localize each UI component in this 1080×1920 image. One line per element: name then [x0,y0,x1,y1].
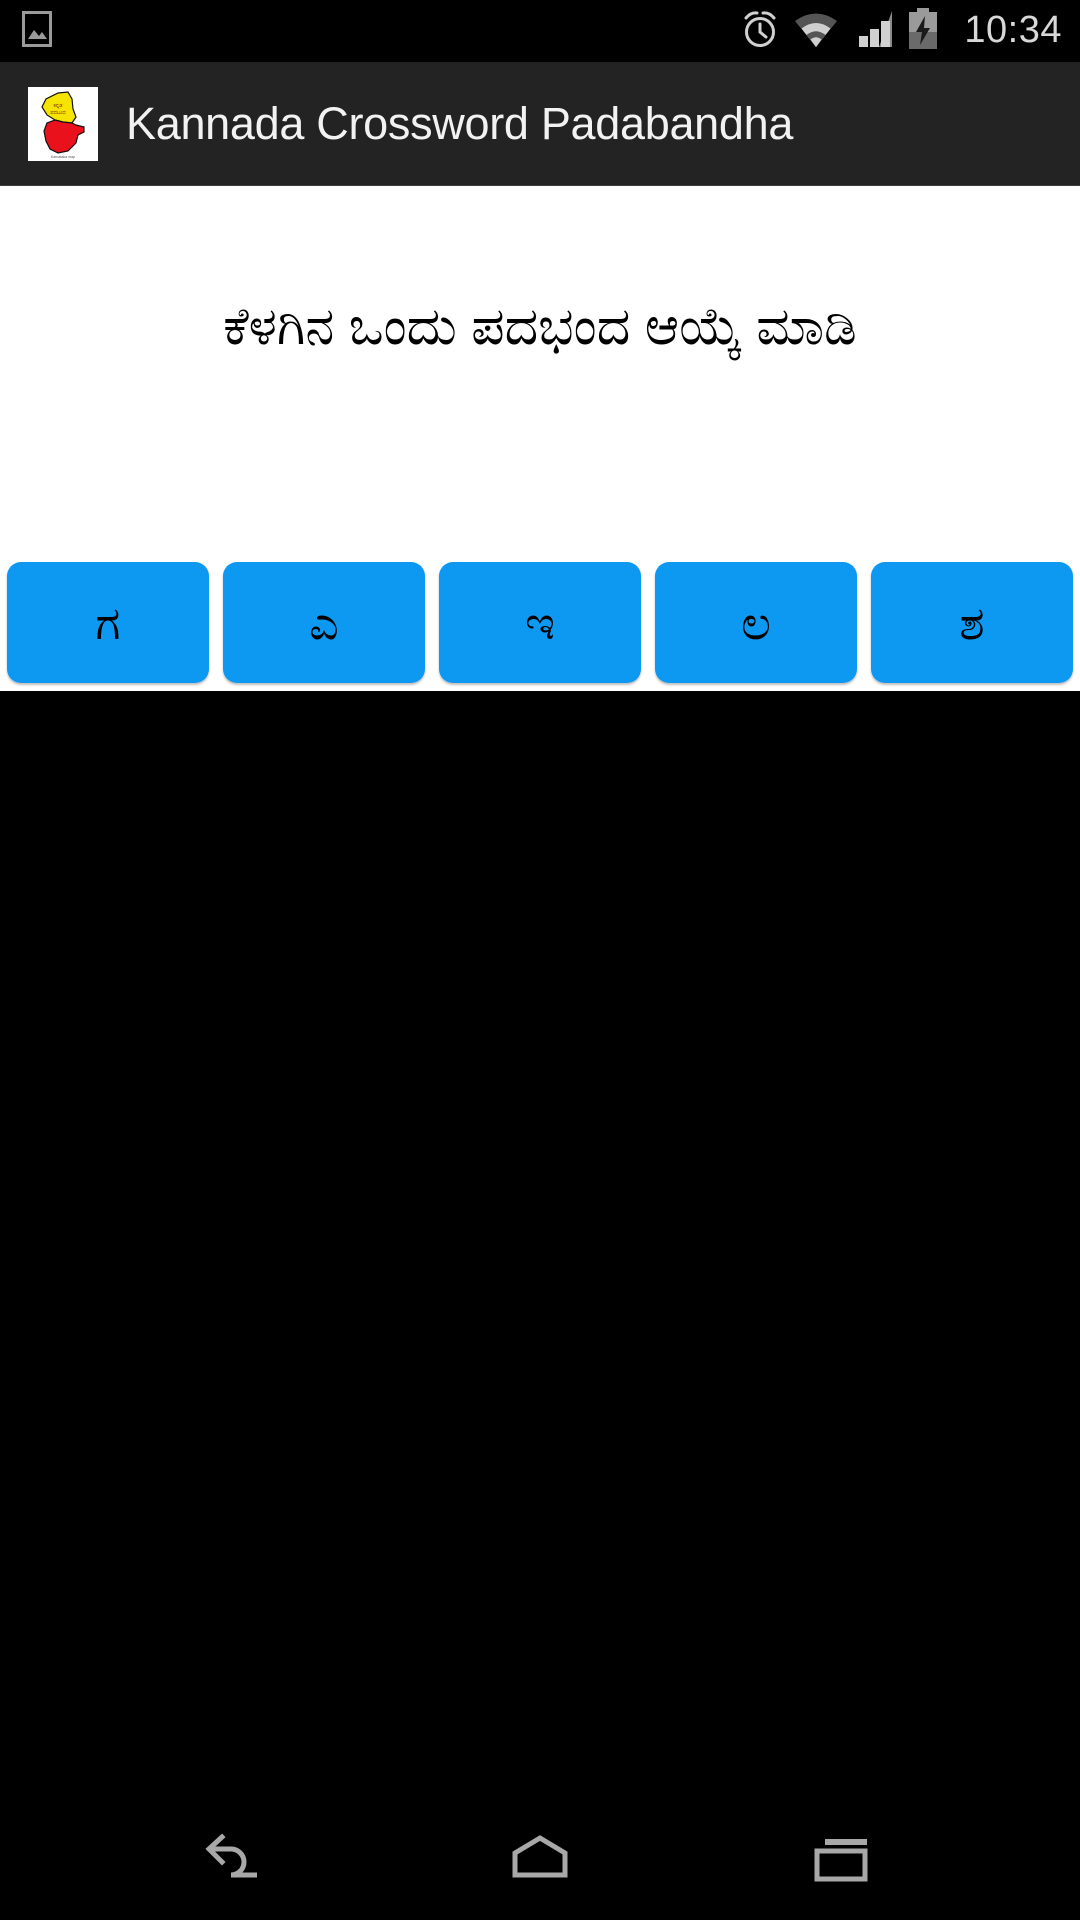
karnataka-map-icon: ಕನ್ನಡ ಪದಬಂಧ Karnataka map [28,86,98,161]
content-area: ಕೆಳಗಿನ ಒಂದು ಪದಭಂದ ಆಯ್ಕೆ ಮಾಡಿ ಗ ಎ ಇ ಲ ಶ [0,186,1080,691]
prompt-text: ಕೆಳಗಿನ ಒಂದು ಪದಭಂದ ಆಯ್ಕೆ ಮಾಡಿ [223,298,857,356]
photo-notification-icon [22,10,52,52]
option-button-1[interactable]: ಗ [7,562,209,683]
status-bar: 10:34 [0,0,1080,62]
option-button-5[interactable]: ಶ [871,562,1073,683]
app-title: Kannada Crossword Padabandha [126,97,794,149]
option-button-2[interactable]: ಎ [223,562,425,683]
battery-charging-icon [907,7,939,55]
status-bar-notifications [22,10,52,52]
option-cell: ಶ [864,556,1080,691]
app-bar: ಕನ್ನಡ ಪದಬಂಧ Karnataka map Kannada Crossw… [0,62,1080,186]
recents-icon[interactable] [765,1811,915,1911]
svg-text:ಪದಬಂಧ: ಪದಬಂಧ [50,110,66,116]
option-cell: ಇ [432,556,648,691]
alarm-clock-icon [740,8,780,55]
option-cell: ಎ [216,556,432,691]
empty-body-area [0,691,1080,1802]
option-button-4[interactable]: ಲ [655,562,857,683]
navigation-bar [0,1802,1080,1920]
status-bar-system-icons: 10:34 [740,7,1062,55]
svg-text:Karnataka map: Karnataka map [51,155,75,159]
option-cell: ಲ [648,556,864,691]
option-cell: ಗ [0,556,216,691]
home-icon[interactable] [465,1811,615,1911]
status-bar-clock: 10:34 [964,8,1062,51]
option-button-3[interactable]: ಇ [439,562,641,683]
wifi-icon [793,9,839,54]
option-button-row: ಗ ಎ ಇ ಲ ಶ [0,556,1080,691]
svg-text:ಕನ್ನಡ: ಕನ್ನಡ [54,103,63,109]
back-icon[interactable] [165,1811,315,1911]
cellular-signal-icon [852,9,894,54]
